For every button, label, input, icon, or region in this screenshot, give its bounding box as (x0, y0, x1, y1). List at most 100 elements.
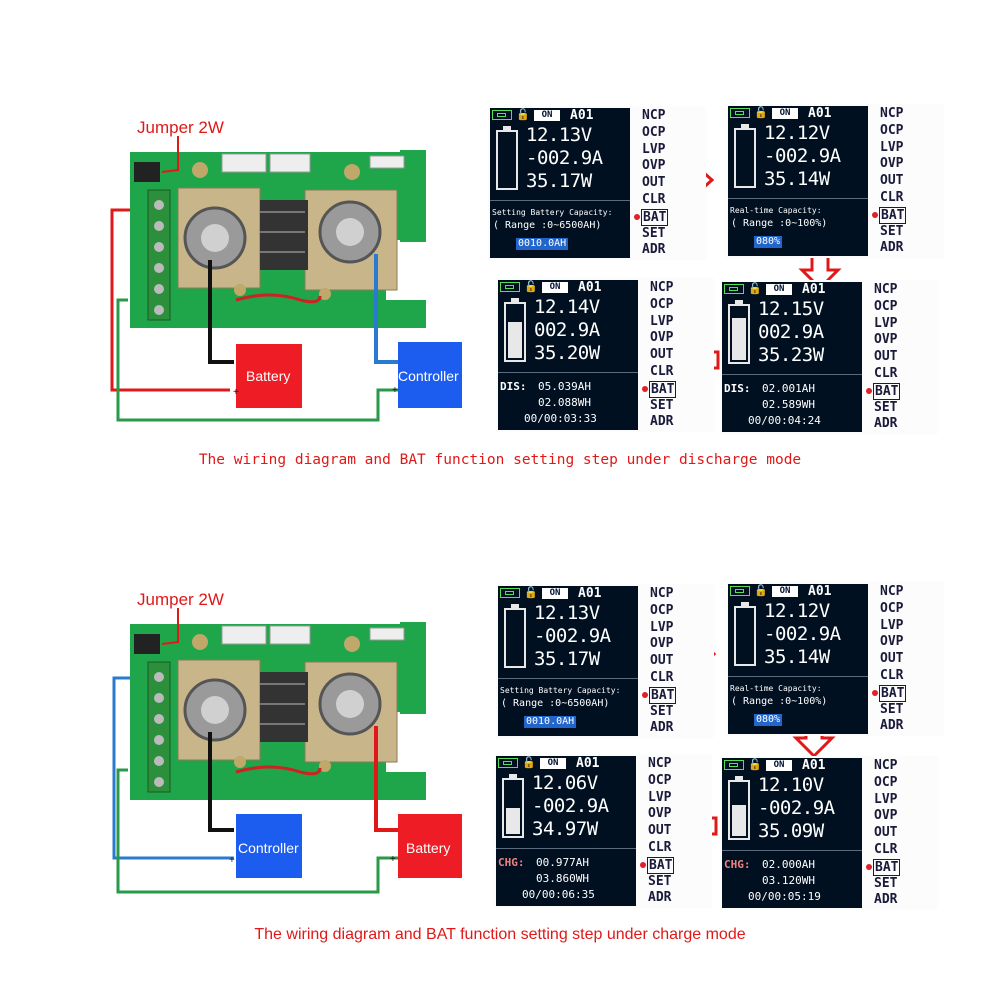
capacity-ah: 05.039AH (538, 380, 591, 393)
menu-item-lvp: LVP (648, 789, 672, 805)
current-value: -002.9A (526, 147, 603, 169)
voltage-value: 12.15V (758, 298, 824, 320)
voltage-value: 12.10V (758, 774, 824, 796)
lcd-screen-setting: 🔓 ON A01 12.13V -002.9A 35.17W Setting B… (496, 584, 714, 738)
jumper-header (134, 162, 160, 182)
menu-item-adr: ADR (650, 720, 674, 736)
battery-icon (724, 284, 744, 294)
status-badge: ON (772, 586, 798, 597)
power-value: 35.14W (764, 168, 830, 190)
menu-item-lvp: LVP (642, 141, 666, 157)
menu-item-lvp: LVP (650, 313, 674, 329)
unlock-icon: 🔓 (524, 587, 538, 599)
address-label: A01 (808, 106, 832, 121)
battery-icon (498, 758, 518, 768)
menu-item-adr: ADR (642, 242, 666, 258)
status-badge: ON (540, 758, 566, 769)
battery-level-icon (728, 776, 750, 840)
menu-item-ocp: OCP (648, 772, 672, 788)
menu-item-bat: BAT (649, 380, 677, 398)
menu-item-clr: CLR (650, 670, 674, 685)
menu-item-ovp: OVP (642, 158, 666, 174)
menu-item-out: OUT (648, 823, 672, 839)
capacity-range: ( Range :0~6500AH) (493, 220, 602, 231)
capacity-input: 0010.0AH (516, 238, 569, 250)
unlock-icon: 🔓 (754, 107, 768, 119)
menu-item-set: SET (880, 701, 904, 717)
power-value: 35.23W (758, 344, 824, 366)
unlock-icon: 🔓 (748, 759, 762, 771)
selection-dot-icon (634, 213, 640, 220)
address-label: A01 (570, 108, 594, 123)
menu-item-bat: BAT (641, 208, 669, 226)
capacity-title: Setting Battery Capacity: (500, 686, 621, 695)
menu-item-ovp: OVP (874, 332, 898, 348)
menu-item-clr: CLR (880, 668, 904, 683)
menu-item-ncp: NCP (880, 106, 904, 121)
battery-level-icon (734, 602, 756, 666)
terminal-block (147, 661, 171, 793)
mode-label: CHG: (724, 858, 751, 871)
selection-dot-icon (872, 689, 878, 696)
discharge-caption: The wiring diagram and BAT function sett… (198, 452, 802, 468)
capacity-input: 0010.0AH (524, 716, 577, 728)
energy-wh: 03.860WH (536, 872, 589, 885)
menu-item-clr: CLR (874, 366, 898, 381)
svg-text:+: + (229, 855, 235, 866)
menu-item-out: OUT (880, 651, 904, 667)
elapsed-time: 00/00:04:24 (748, 414, 821, 427)
capacity-input: 080% (754, 236, 783, 248)
power-value: 35.20W (534, 342, 600, 364)
menu-item-adr: ADR (650, 414, 674, 430)
menu-item-bat: BAT (879, 206, 907, 224)
svg-text:+: + (392, 385, 398, 396)
menu-item-ocp: OCP (642, 124, 666, 140)
controller-box (398, 342, 462, 408)
battery-icon (730, 108, 750, 118)
wire-gnd-green (116, 298, 398, 422)
menu-item-clr: CLR (880, 190, 904, 205)
menu-item-out: OUT (642, 175, 666, 191)
selection-dot-icon (642, 691, 648, 698)
battery-box (398, 814, 462, 878)
menu-item-bat: BAT (873, 382, 901, 400)
current-value: 002.9A (758, 321, 824, 343)
unlock-icon: 🔓 (522, 757, 536, 769)
elapsed-time: 00/00:03:33 (524, 412, 597, 425)
energy-wh: 03.120WH (762, 874, 815, 887)
menu-item-ovp: OVP (874, 808, 898, 824)
menu-item-adr: ADR (648, 890, 672, 906)
selection-dot-icon (640, 861, 646, 868)
status-badge: ON (766, 284, 792, 295)
capacity-title: Real-time Capacity: (730, 206, 822, 215)
status-badge: ON (542, 588, 568, 599)
wire-battery-red (374, 726, 398, 832)
voltage-value: 12.13V (526, 124, 592, 146)
jumper-label: Jumper 2W (137, 590, 224, 609)
menu-item-set: SET (648, 873, 672, 889)
current-value: -002.9A (534, 625, 611, 647)
capacity-ah: 00.977AH (536, 856, 589, 869)
voltage-value: 12.14V (534, 296, 600, 318)
menu-item-clr: CLR (642, 192, 666, 207)
battery-icon (500, 588, 520, 598)
lcd-screen-discharge-b: 🔓 ON A01 12.15V 002.9A 35.23W DIS: 02.00… (720, 280, 938, 434)
lcd-screen-charge-a: 🔓 ON A01 12.06V -002.9A 34.97W CHG: 00.9… (494, 754, 712, 908)
battery-level-icon (502, 774, 524, 838)
battery-icon (730, 586, 750, 596)
menu-item-clr: CLR (648, 840, 672, 855)
address-label: A01 (802, 282, 826, 297)
current-value: -002.9A (532, 795, 609, 817)
capacity-range: ( Range :0~100%) (731, 696, 828, 707)
menu-item-ovp: OVP (648, 806, 672, 822)
power-value: 35.14W (764, 646, 830, 668)
menu-item-set: SET (880, 223, 904, 239)
menu-item-out: OUT (874, 825, 898, 841)
charge-wiring-diagram: + + (112, 608, 836, 894)
menu-item-ncp: NCP (650, 586, 674, 601)
selection-dot-icon (642, 385, 648, 392)
discharge-panel: + + Jumper 2W Battery Controller 🔓 ON A0… (110, 106, 938, 468)
